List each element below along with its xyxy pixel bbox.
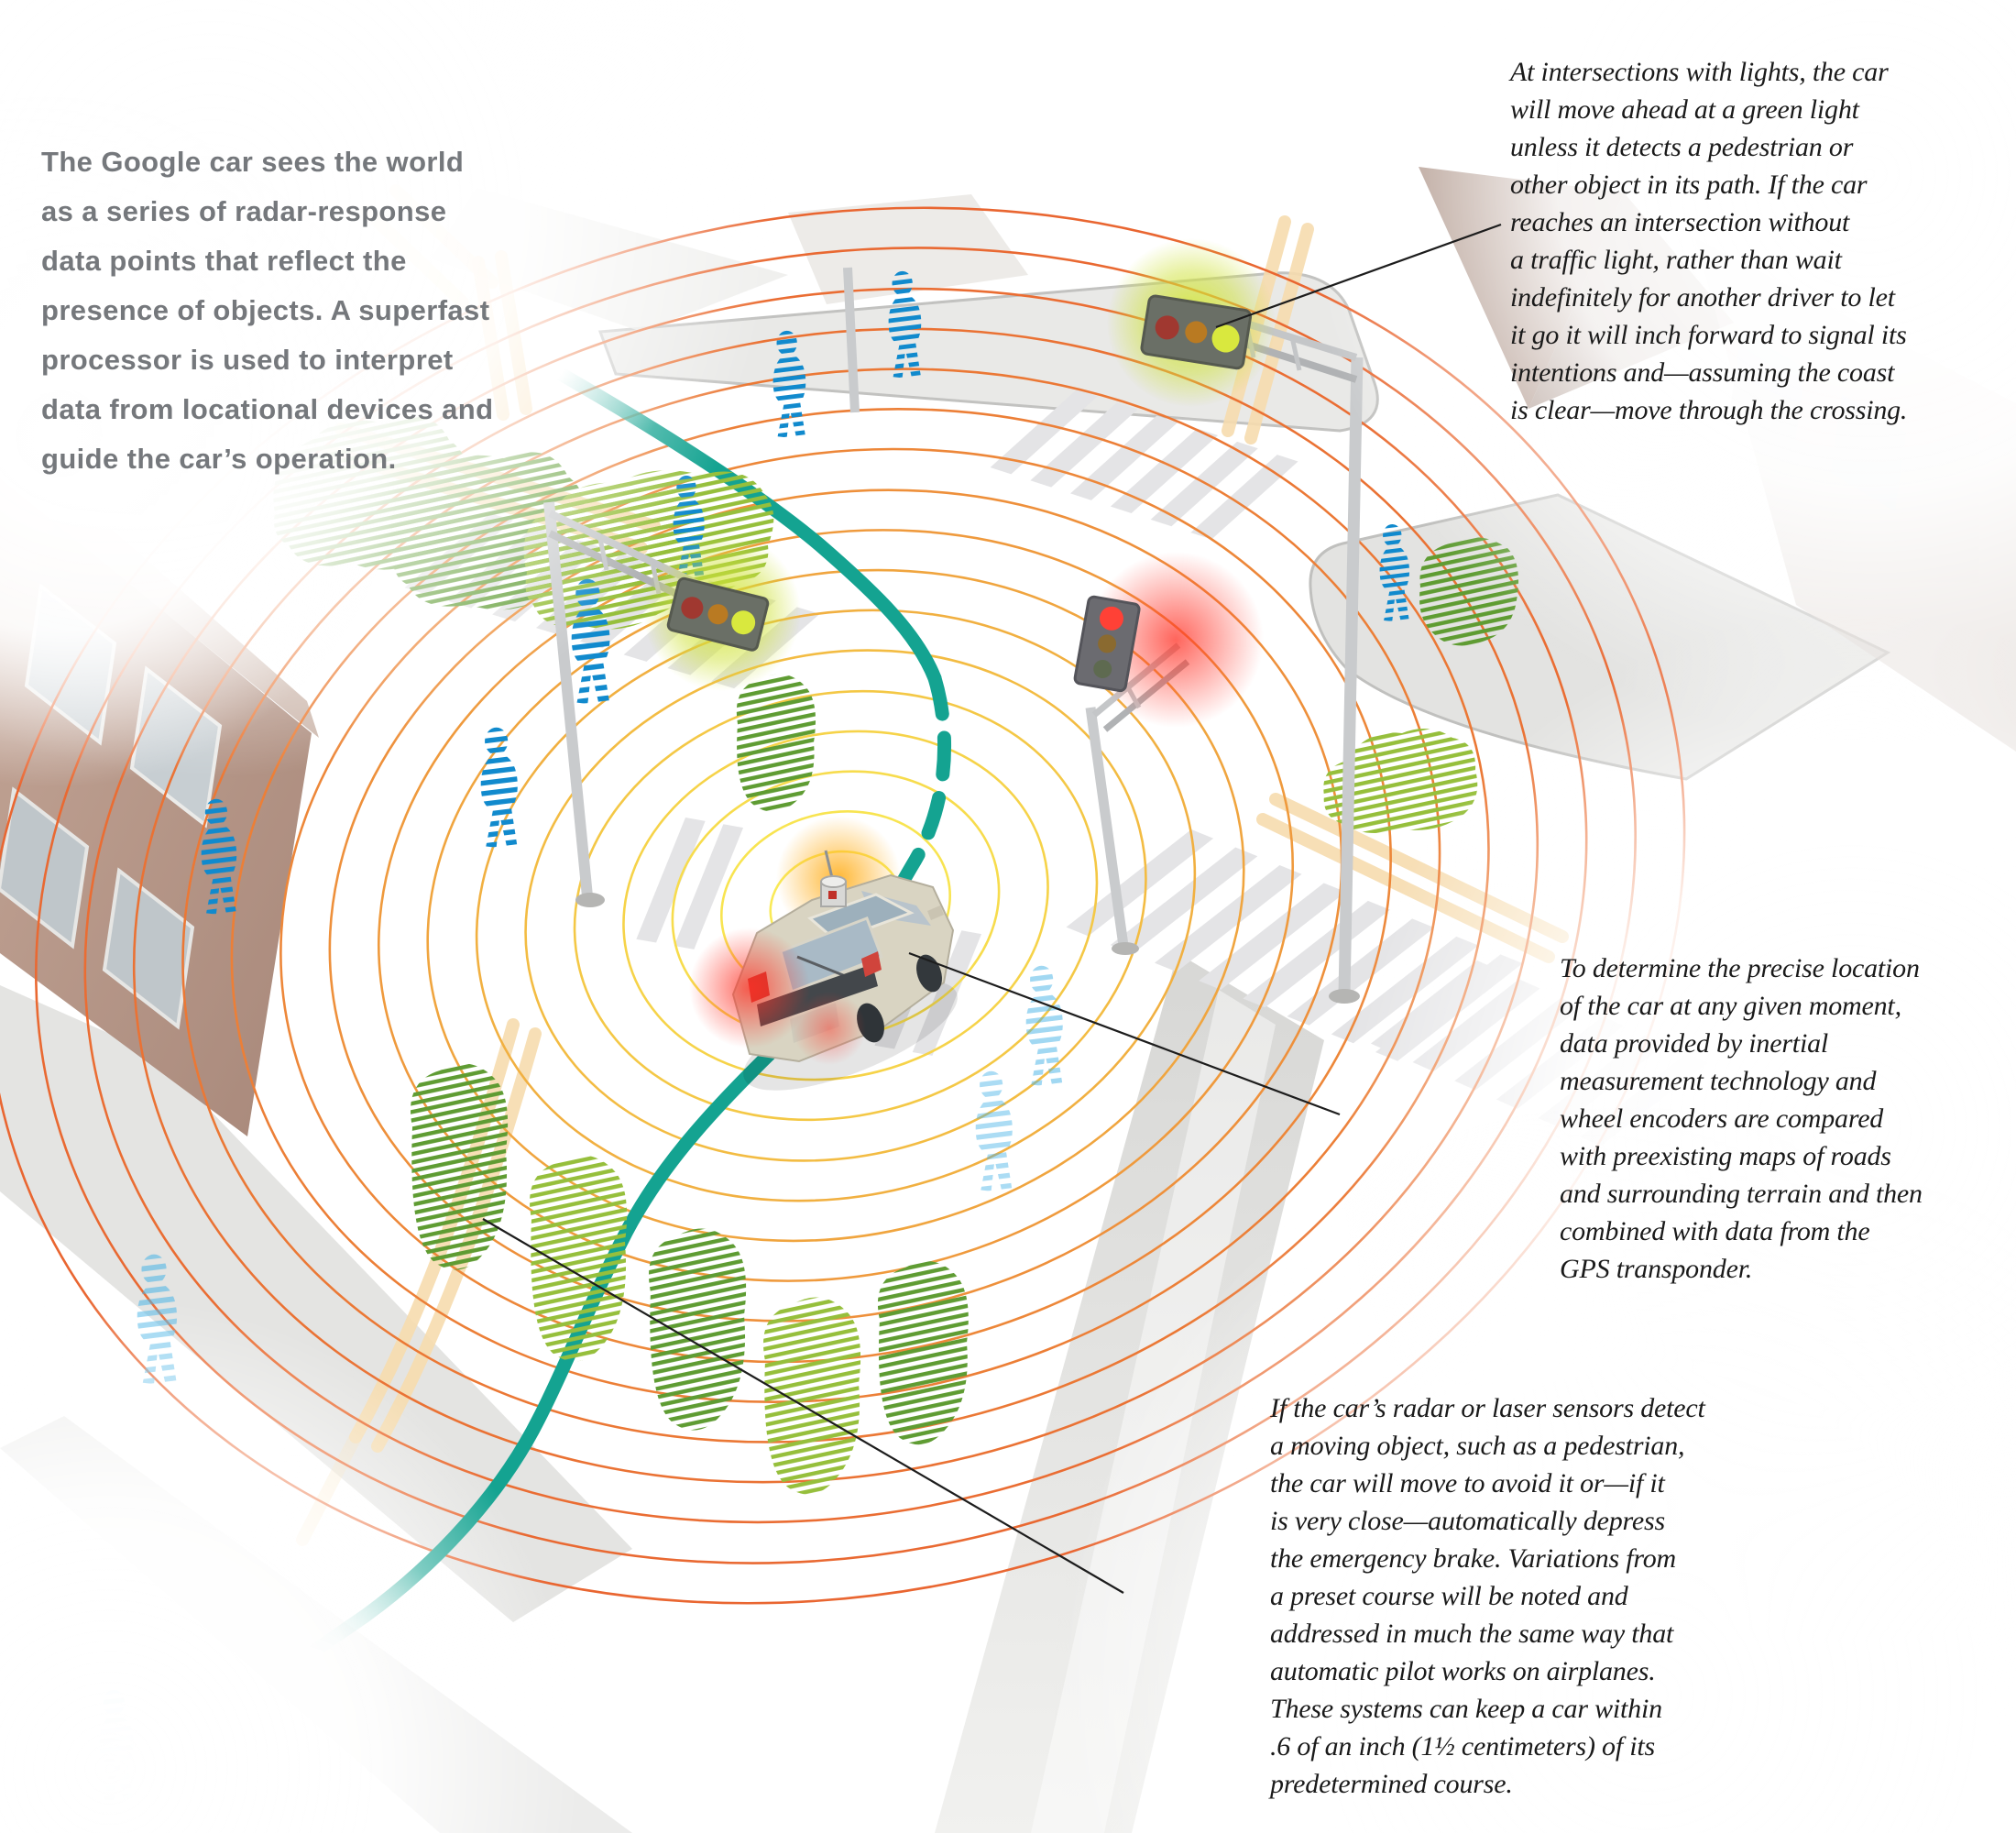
scanned-vehicle [1323,729,1478,833]
lidar-roof-sensor [820,850,847,907]
google-car [689,816,958,1091]
callout-leader-lines [482,223,1502,1594]
callout-sensors: If the car’s radar or laser sensors dete… [1270,1393,1705,1799]
traffic-light-green-icon [1140,294,1253,370]
leader-line-sensors [482,1218,1124,1594]
scanned-shrub [877,1260,969,1445]
scanned-shrub [763,1297,861,1495]
intro-paragraph: The Google car sees the world as a serie… [41,146,494,475]
callout-gps: To determine the precise location of the… [1560,953,1923,1284]
crosswalk-top [990,390,1298,540]
pedestrian-faded [1025,965,1063,1086]
crosswalk-center-left [636,818,744,949]
tail-light [861,951,882,977]
traffic-light-red-icon [1073,595,1141,693]
scanned-shrub [530,1155,628,1362]
scanned-shrub [411,1063,509,1270]
callout-traffic-light: At intersections with lights, the car wi… [1510,57,1908,425]
red-light-glow [1088,552,1264,728]
pedestrian-faded [975,1070,1013,1191]
leader-line-traffic-light [1215,223,1502,329]
traffic-light-gantry-right [1073,552,1264,955]
leader-line-gps [908,951,1341,1116]
traffic-light-green-icon [666,576,770,652]
brake-light-glow [793,992,866,1065]
brake-light-glow [689,927,810,1048]
scanned-shrub [649,1228,747,1431]
traffic-light-gantry-top [1107,238,1364,1004]
street-pole [843,267,860,413]
scanned-bush [736,674,816,812]
road-band-right [935,953,1324,1833]
side-mirror [927,906,944,920]
